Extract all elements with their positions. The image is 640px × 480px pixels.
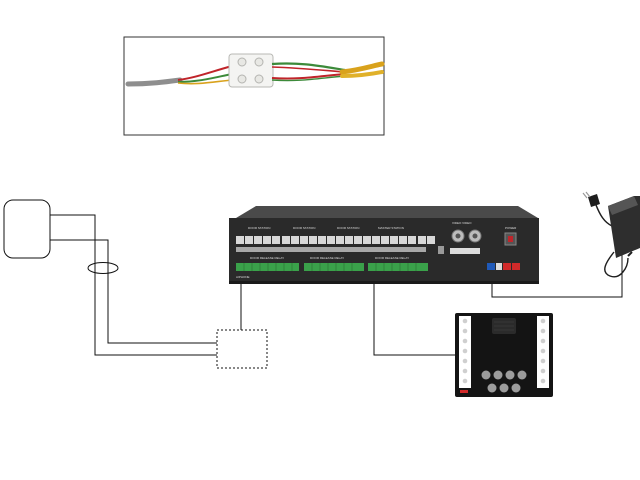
relay-label-2: DOOR RELEASE RELAY — [310, 256, 344, 260]
station-button-1 — [481, 370, 491, 380]
power-terminal-red — [503, 263, 511, 270]
power-terminal-blue — [487, 263, 495, 270]
terminal-block-3 — [368, 263, 428, 271]
cable-pair-marker — [87, 262, 119, 274]
switch-panel — [450, 248, 480, 254]
station-button-7 — [511, 383, 521, 393]
group-label-3: DOOR STATION — [337, 226, 359, 230]
station-button-2 — [493, 370, 503, 380]
brand-label: AIPHONE — [236, 275, 250, 279]
relay-label-3: DOOR RELEASE RELAY — [375, 256, 409, 260]
power-label: POWER — [505, 226, 517, 230]
group-label-4: MASTER STATION — [378, 226, 404, 230]
video-label: VIDEO VIDEO — [452, 221, 472, 225]
terminal-block-2 — [304, 263, 364, 271]
group-label-1: DOOR STATION — [248, 226, 270, 230]
power-adapter — [582, 191, 640, 278]
station-button-3 — [505, 370, 515, 380]
controller-unit: DOOR STATION DOOR STATION DOOR STATION M… — [229, 206, 539, 284]
master-station — [455, 313, 553, 397]
door-station-box — [3, 199, 51, 259]
rj-port-row — [236, 236, 435, 244]
station-button-4 — [517, 370, 527, 380]
wire-connector-photo — [123, 36, 385, 136]
relay-label-1: DOOR RELEASE RELAY — [250, 256, 284, 260]
station-button-6 — [499, 383, 509, 393]
station-button-5 — [487, 383, 497, 393]
terminal-block-1 — [236, 263, 299, 271]
group-label-2: DOOR STATION — [293, 226, 315, 230]
junction-box — [216, 329, 268, 369]
